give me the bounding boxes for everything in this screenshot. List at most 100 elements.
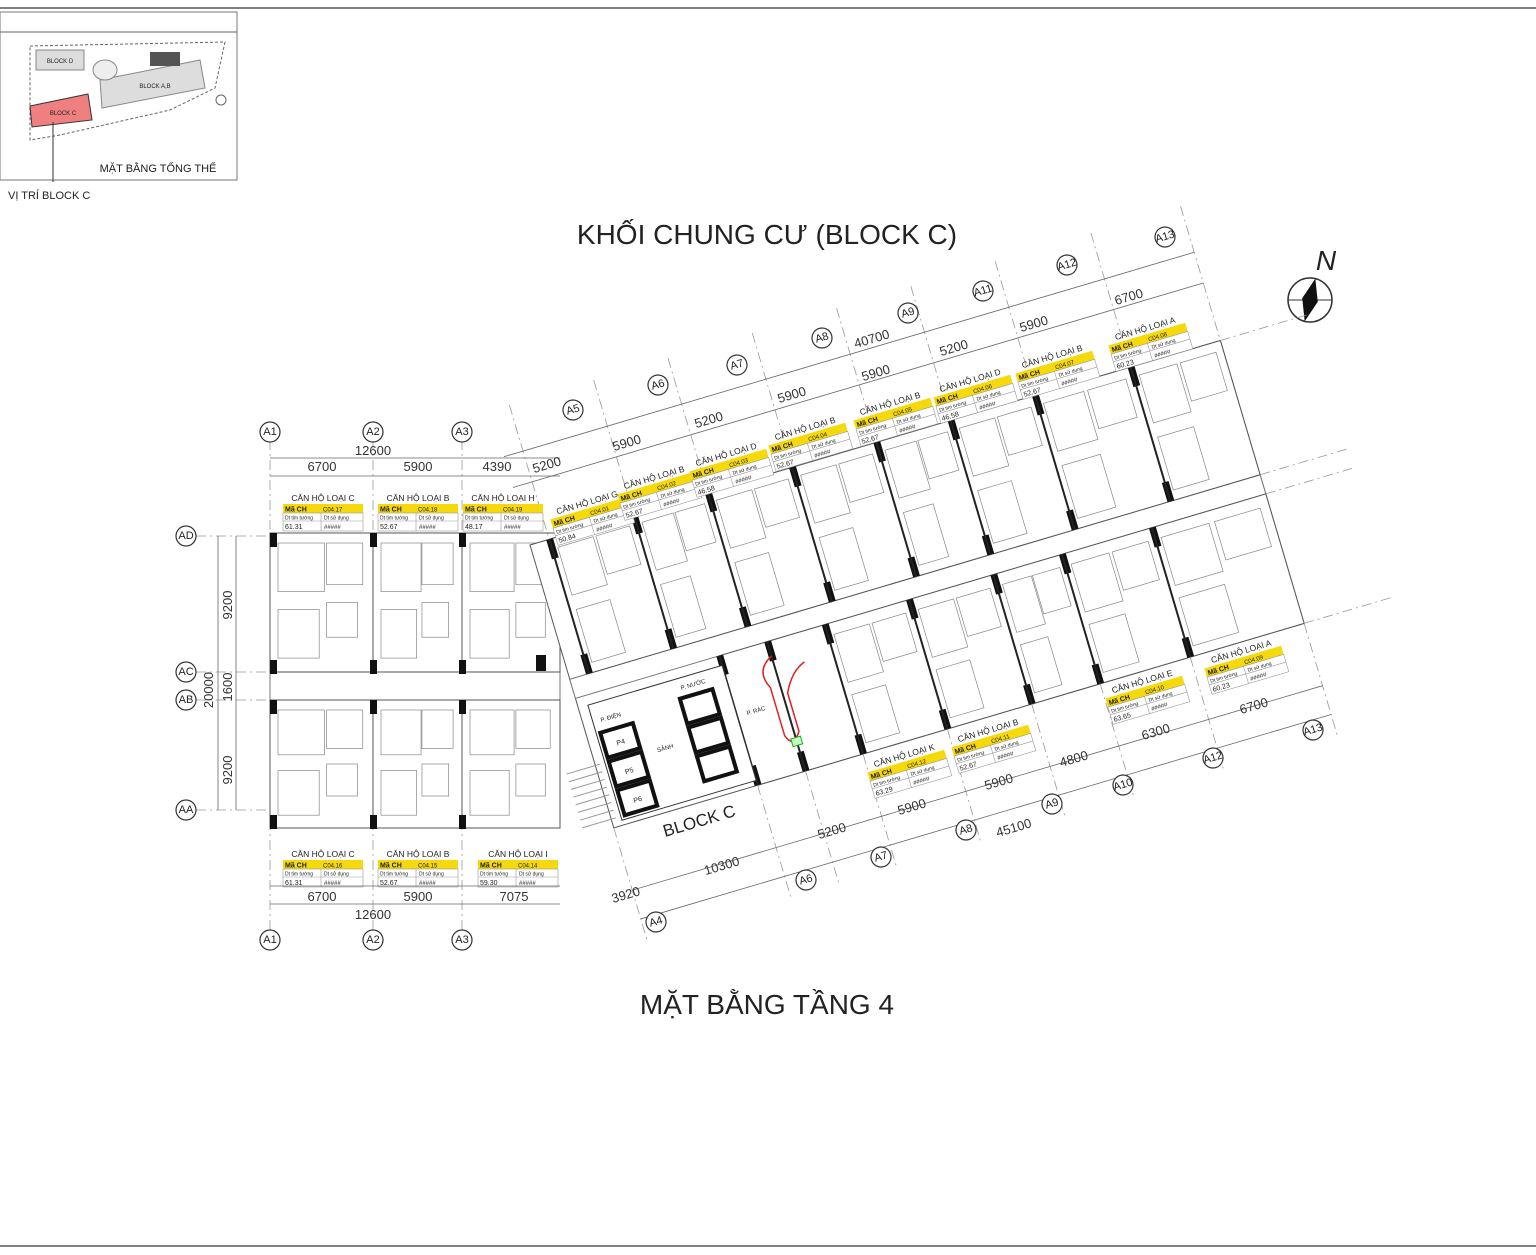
minimap-block-d bbox=[35, 49, 85, 71]
grid-axis-marker: A4 bbox=[645, 911, 667, 933]
bedroom bbox=[1070, 552, 1124, 613]
bedroom bbox=[1138, 363, 1192, 424]
grid-axis-label: A2 bbox=[366, 934, 379, 946]
label-code-row bbox=[1105, 675, 1185, 708]
column bbox=[270, 533, 277, 547]
dimension-value: 6700 bbox=[308, 459, 337, 474]
bathroom bbox=[1031, 567, 1072, 615]
grid-line bbox=[667, 357, 709, 493]
grid-line bbox=[1304, 597, 1391, 624]
dimension-value: 1600 bbox=[220, 673, 235, 702]
apartment-usable-area: ##### bbox=[979, 401, 997, 412]
grid-line bbox=[836, 308, 877, 443]
grid-axis-circle bbox=[175, 689, 197, 711]
apartment-usable-area: ##### bbox=[419, 525, 436, 531]
apartment-code: C04.01 bbox=[590, 506, 611, 517]
grid-axis-marker: A1 bbox=[259, 929, 281, 951]
grid-axis-marker: A9 bbox=[897, 302, 919, 324]
apartment-area: 59.30 bbox=[480, 880, 498, 887]
bedroom bbox=[902, 503, 950, 566]
apartment-usable-area: ##### bbox=[663, 498, 681, 509]
bathroom bbox=[1111, 540, 1160, 591]
bedroom bbox=[277, 542, 325, 593]
apartment-usable-area: ##### bbox=[324, 881, 341, 887]
bedroom bbox=[734, 552, 785, 616]
elevator-right bbox=[685, 715, 731, 755]
label-code-header: Mã CH bbox=[380, 507, 402, 514]
grid-axis-marker: A6 bbox=[795, 869, 817, 891]
grid-axis-circle bbox=[972, 280, 994, 302]
bathroom bbox=[515, 709, 551, 749]
bathroom bbox=[1214, 507, 1272, 561]
bedroom bbox=[715, 489, 767, 549]
label-area-use-header: Dt sử dụng bbox=[324, 515, 349, 522]
apartment-code: C04.15 bbox=[418, 864, 438, 870]
label-code-row bbox=[283, 504, 363, 513]
stair-step bbox=[566, 763, 601, 775]
elevator-label: P5 bbox=[624, 767, 634, 776]
bedroom bbox=[469, 609, 510, 659]
grid-axis-label: A13 bbox=[1302, 721, 1324, 738]
label-divider bbox=[694, 464, 772, 489]
label-divider bbox=[858, 413, 936, 438]
grid-axis-marker: A8 bbox=[955, 819, 977, 841]
label-code-row bbox=[689, 448, 769, 481]
grid-line bbox=[1303, 623, 1339, 739]
grid-line bbox=[509, 404, 550, 540]
label-area-use-header: Dt sử dụng bbox=[504, 515, 529, 522]
partition-wall bbox=[1033, 395, 1076, 530]
bedroom bbox=[977, 480, 1028, 544]
living-room bbox=[421, 602, 450, 638]
label-area-wall-header: Dt tim tường bbox=[285, 516, 313, 522]
dimension-line bbox=[632, 685, 1323, 891]
column bbox=[370, 700, 377, 714]
apartment-area: 46.58 bbox=[697, 485, 716, 497]
dimension-value: 7075 bbox=[500, 889, 529, 904]
dimension-value: 3920 bbox=[610, 883, 642, 906]
dimension-value: 6700 bbox=[308, 889, 337, 904]
dimension-value: 9200 bbox=[220, 756, 235, 785]
minimap-block-c bbox=[29, 93, 93, 128]
bathroom bbox=[753, 478, 800, 528]
dimension-value: 6300 bbox=[1140, 720, 1172, 743]
bathroom bbox=[326, 709, 364, 749]
label-area-box bbox=[855, 406, 939, 447]
bedroom bbox=[641, 512, 688, 571]
dimension-value: 5900 bbox=[983, 770, 1015, 793]
living-room bbox=[515, 602, 546, 638]
label-area-box bbox=[1110, 331, 1194, 372]
grid-axis-marker: A6 bbox=[647, 374, 669, 396]
apartment-code: C04.09 bbox=[1244, 655, 1265, 666]
dimension-value: 5900 bbox=[776, 383, 808, 406]
label-divider bbox=[656, 492, 662, 510]
grid-axis-label: A7 bbox=[873, 849, 889, 864]
apartment-usable-area: ##### bbox=[419, 881, 436, 887]
grid-axis-label: A10 bbox=[1112, 776, 1134, 793]
label-area-box bbox=[953, 733, 1037, 774]
grid-axis-circle bbox=[726, 354, 748, 376]
apartment-code: C04.02 bbox=[657, 481, 678, 492]
grid-axis-circle bbox=[175, 525, 197, 547]
label-area-box bbox=[462, 512, 544, 532]
bedroom bbox=[917, 598, 969, 658]
label-area-wall-header: Dt tim tường bbox=[480, 872, 508, 878]
grid-axis-label: A9 bbox=[1044, 796, 1060, 811]
label-code-row bbox=[463, 504, 543, 513]
dimension-value: 9200 bbox=[220, 591, 235, 620]
bedroom bbox=[380, 609, 417, 659]
bedroom bbox=[380, 709, 422, 756]
column bbox=[459, 700, 466, 714]
grid-axis-marker: A10 bbox=[1112, 774, 1134, 796]
label-code-header: Mã CH bbox=[285, 507, 307, 514]
bedroom bbox=[800, 464, 851, 524]
bathroom bbox=[1087, 378, 1138, 430]
label-code-row bbox=[550, 496, 630, 529]
dimension-value: 20000 bbox=[201, 672, 216, 708]
grid-axis-marker: AD bbox=[175, 525, 197, 547]
label-divider bbox=[892, 418, 898, 436]
apartment-type: CĂN HỘ LOẠI C bbox=[291, 849, 354, 859]
